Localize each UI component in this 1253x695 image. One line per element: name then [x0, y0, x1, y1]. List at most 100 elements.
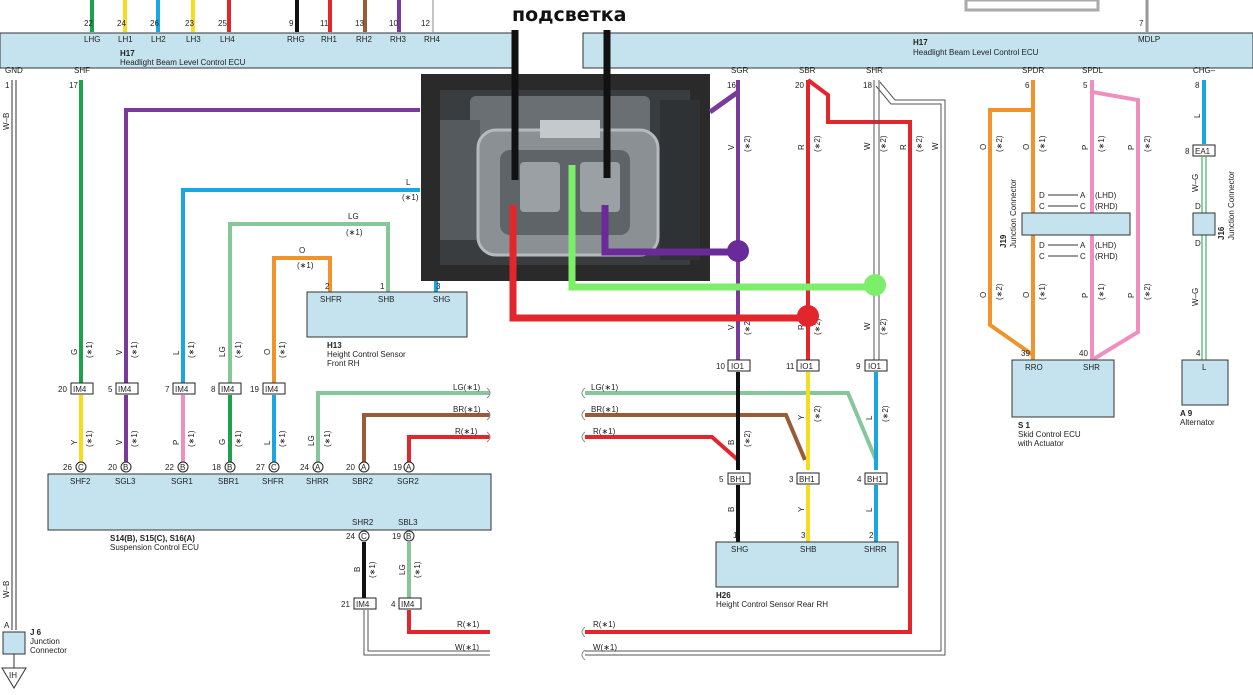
- j19-id: J19: [999, 234, 1008, 248]
- io1-top-3: W: [863, 322, 872, 330]
- susp-bottom-circle-2: [403, 530, 415, 542]
- susp-bottom-circle-1: [358, 530, 370, 542]
- im4-num-4: 8: [211, 385, 216, 394]
- susp-pin-name-7: SBR2: [352, 477, 373, 486]
- h13-pin-num-shfr: 2: [325, 282, 330, 291]
- io1-top-2: R: [797, 324, 806, 330]
- susp-pin-num-6: 24: [300, 463, 309, 472]
- wire-l-label: L: [406, 178, 411, 187]
- io1-top-star-3: (∗2): [879, 318, 888, 335]
- top-pin-names: LHG LH1 LH2 LH3 LH4 RHG RH1 RH2 RH3 RH4 …: [84, 35, 1160, 44]
- top-pin-name-rh1: RH1: [321, 35, 338, 44]
- spdr-star-low: (∗1): [1038, 283, 1047, 300]
- susp-bottom-star-2: (∗1): [413, 561, 422, 578]
- h17-bottom-pin-numbers: 1 17 16 20 18 6 5 8: [5, 81, 1200, 90]
- cross-r-bottom-left: R(∗1): [457, 620, 480, 629]
- io1-num-1: 10: [716, 362, 725, 371]
- annotation-title: подсветка: [512, 4, 626, 26]
- j6-name: Junction: [30, 637, 60, 646]
- im4-bottom-label-3: P: [172, 440, 181, 445]
- io1-labels: 10 IO1 11 IO1 9 IO1: [716, 362, 881, 371]
- susp-pin-name-3: SGR1: [171, 477, 193, 486]
- io1-label-1: IO1: [731, 362, 744, 371]
- spdl-star: (∗1): [1097, 135, 1106, 152]
- susp-pin-conn-3: B: [180, 463, 185, 472]
- wire-lg-h13: [228, 222, 390, 384]
- j19-name: Junction Connector: [1009, 179, 1018, 248]
- j19-bot-note-1: (LHD): [1095, 241, 1117, 250]
- sgr-wire-v: V: [727, 144, 736, 150]
- cross-lg-right: LG(∗1): [591, 383, 618, 392]
- io1-label-3: IO1: [868, 362, 881, 371]
- susp-bottom-num-2: 19: [392, 532, 401, 541]
- h13-pin-name-shg: SHG: [433, 295, 450, 304]
- bh1-labels: 5 BH1 3 BH1 4 BH1: [719, 475, 883, 484]
- h13-id: H13: [327, 341, 342, 350]
- wire-break-left: [486, 387, 491, 443]
- h26-pin-num-shb: 3: [801, 531, 806, 540]
- spdr-wire-o: O: [1022, 144, 1031, 150]
- j16-pin-top: D: [1195, 202, 1201, 211]
- im4-bottom-star-1: (∗1): [85, 430, 94, 447]
- s1-sub: with Actuator: [1017, 439, 1064, 448]
- pin-num-spdl: 5: [1083, 81, 1088, 90]
- j19-junction: [1021, 212, 1131, 236]
- io1-bottom-star-3: (∗2): [881, 405, 890, 422]
- susp-pin-num-5: 27: [256, 463, 265, 472]
- im4-4-num: 4: [391, 600, 396, 609]
- bh1-wire-2: Y: [797, 506, 806, 512]
- j19-top-a-2: C: [1039, 202, 1045, 211]
- right-orange-pink-labels: O (∗2) O (∗1) P (∗1) P (∗2) O (∗2) O (∗1…: [979, 135, 1152, 300]
- susp-pin-conn-7: A: [361, 463, 367, 472]
- spdl-wire-p: P: [1081, 145, 1090, 150]
- h26-pin-name-shg: SHG: [731, 545, 748, 554]
- pin-name-spdl: SPDL: [1082, 66, 1103, 75]
- wire-shr-white: [873, 80, 880, 360]
- s1-pin-name-shr: SHR: [1083, 363, 1100, 372]
- im4-bottom-label-1: Y: [70, 439, 79, 445]
- wire-r-bottom: [407, 610, 490, 634]
- im4-label-4: IM4: [221, 385, 235, 394]
- top-pin-num-lh4: 25: [218, 19, 227, 28]
- overlay-markers: [509, 30, 886, 327]
- susp-bottom-name-1: SHR2: [352, 518, 374, 527]
- im4-lower-wires: [79, 391, 490, 462]
- suspension-pin-circles: [75, 461, 415, 473]
- pin-name-sbr: SBR: [799, 66, 816, 75]
- spdl-loop-star-low: (∗2): [1143, 283, 1152, 300]
- top-pin-num-rh1: 11: [320, 19, 329, 28]
- susp-pin-conn-8: A: [406, 463, 412, 472]
- susp-lg-label: LG: [307, 435, 316, 446]
- pin-num-sgr: 16: [727, 81, 736, 90]
- im4-num-5: 19: [250, 385, 259, 394]
- j19-bot-a-2: C: [1039, 252, 1045, 261]
- j19-top-b-1: A: [1080, 191, 1086, 200]
- top-pin-wires: [90, 0, 1149, 32]
- susp-pin-name-8: SGR2: [397, 477, 419, 486]
- j6-connector: [2, 631, 26, 655]
- io1-top-1: V: [727, 324, 736, 330]
- io1-bottom-3: L: [865, 415, 874, 420]
- susp-bottom-name-2: SBL3: [398, 518, 418, 527]
- spdl-wire-p-loop: P: [1127, 145, 1136, 150]
- j6-sub: Connector: [30, 646, 67, 655]
- top-pin-name-lh2: LH2: [151, 35, 166, 44]
- bh1-label-3: BH1: [867, 475, 883, 484]
- im4-top-label-4: LG: [218, 346, 227, 357]
- susp-bottom-star-1: (∗1): [368, 561, 377, 578]
- top-pin-name-rh4: RH4: [424, 35, 441, 44]
- sbr-wire-r: R: [797, 144, 806, 150]
- im4-label-5: IM4: [265, 385, 279, 394]
- spdr-wire-o-loop: O: [979, 144, 988, 150]
- cross-wire-labels-left: LG(∗1) BR(∗1) R(∗1): [453, 383, 481, 436]
- susp-pin-num-7: 20: [346, 463, 355, 472]
- susp-pin-num-1: 26: [63, 463, 72, 472]
- alternator-pin-num: 4: [1196, 349, 1201, 358]
- im4-top-label-3: L: [172, 350, 181, 355]
- susp-pin-name-1: SHF2: [70, 477, 91, 486]
- pin-name-chg: CHG–: [1193, 66, 1216, 75]
- j16-name: Junction Connector: [1227, 171, 1236, 240]
- h13-sub: Front RH: [327, 359, 360, 368]
- im4-bottom-star-4: (∗1): [234, 430, 243, 447]
- susp-pin-conn-5: C: [271, 463, 277, 472]
